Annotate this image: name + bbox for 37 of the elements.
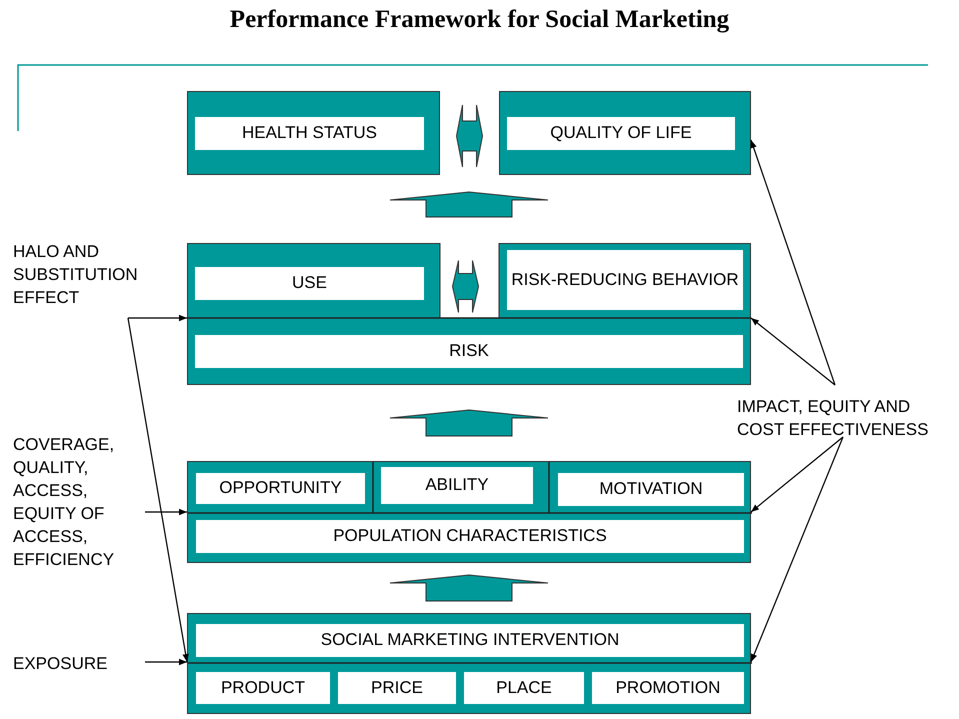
- factor-box: PRICE: [338, 672, 456, 704]
- factor-box: PLACE: [464, 672, 584, 704]
- block-arrow: [456, 104, 483, 168]
- level-box: [499, 91, 751, 175]
- side-note: COVERAGE, QUALITY, ACCESS, EQUITY OF ACCESS, EFFICIENCY: [13, 433, 143, 573]
- layer-panel: [187, 613, 751, 714]
- box-label: HEALTH STATUS: [195, 117, 424, 150]
- box-label: QUALITY OF LIFE: [507, 117, 735, 150]
- block-arrow: [390, 574, 548, 602]
- arrow: [127, 318, 189, 662]
- arrow: [145, 658, 187, 666]
- factor-box: PRODUCT: [196, 672, 330, 704]
- block-arrow: [390, 410, 548, 436]
- factor-box: USE: [195, 267, 424, 300]
- factor-box: OPPORTUNITY: [196, 473, 365, 504]
- level-box: [187, 91, 440, 175]
- factor-box: RISK-REDUCING BEHAVIOR: [507, 250, 743, 310]
- block-arrow: [452, 260, 480, 313]
- arrow: [750, 436, 844, 662]
- factor-box: MOTIVATION: [558, 473, 744, 506]
- arrow: [145, 508, 187, 516]
- arrow: [750, 318, 836, 386]
- factor-box: SOCIAL MARKETING INTERVENTION: [196, 624, 744, 657]
- arrow: [750, 436, 844, 512]
- side-note: HALO AND SUBSTITUTION EFFECT: [13, 240, 173, 310]
- factor-box: PROMOTION: [592, 672, 744, 704]
- block-arrow: [390, 192, 548, 218]
- arrow: [750, 140, 836, 386]
- arrow: [128, 314, 187, 322]
- factor-box: RISK: [195, 335, 743, 368]
- diagram-title: Performance Framework for Social Marketing: [228, 6, 730, 34]
- layer-panel: [187, 461, 751, 563]
- side-note: EXPOSURE: [13, 652, 133, 676]
- factor-box: ABILITY: [381, 467, 533, 504]
- side-note: IMPACT, EQUITY AND COST EFFECTIVENESS: [737, 395, 959, 443]
- layer-panel: [187, 243, 751, 385]
- factor-box: POPULATION CHARACTERISTICS: [196, 520, 744, 553]
